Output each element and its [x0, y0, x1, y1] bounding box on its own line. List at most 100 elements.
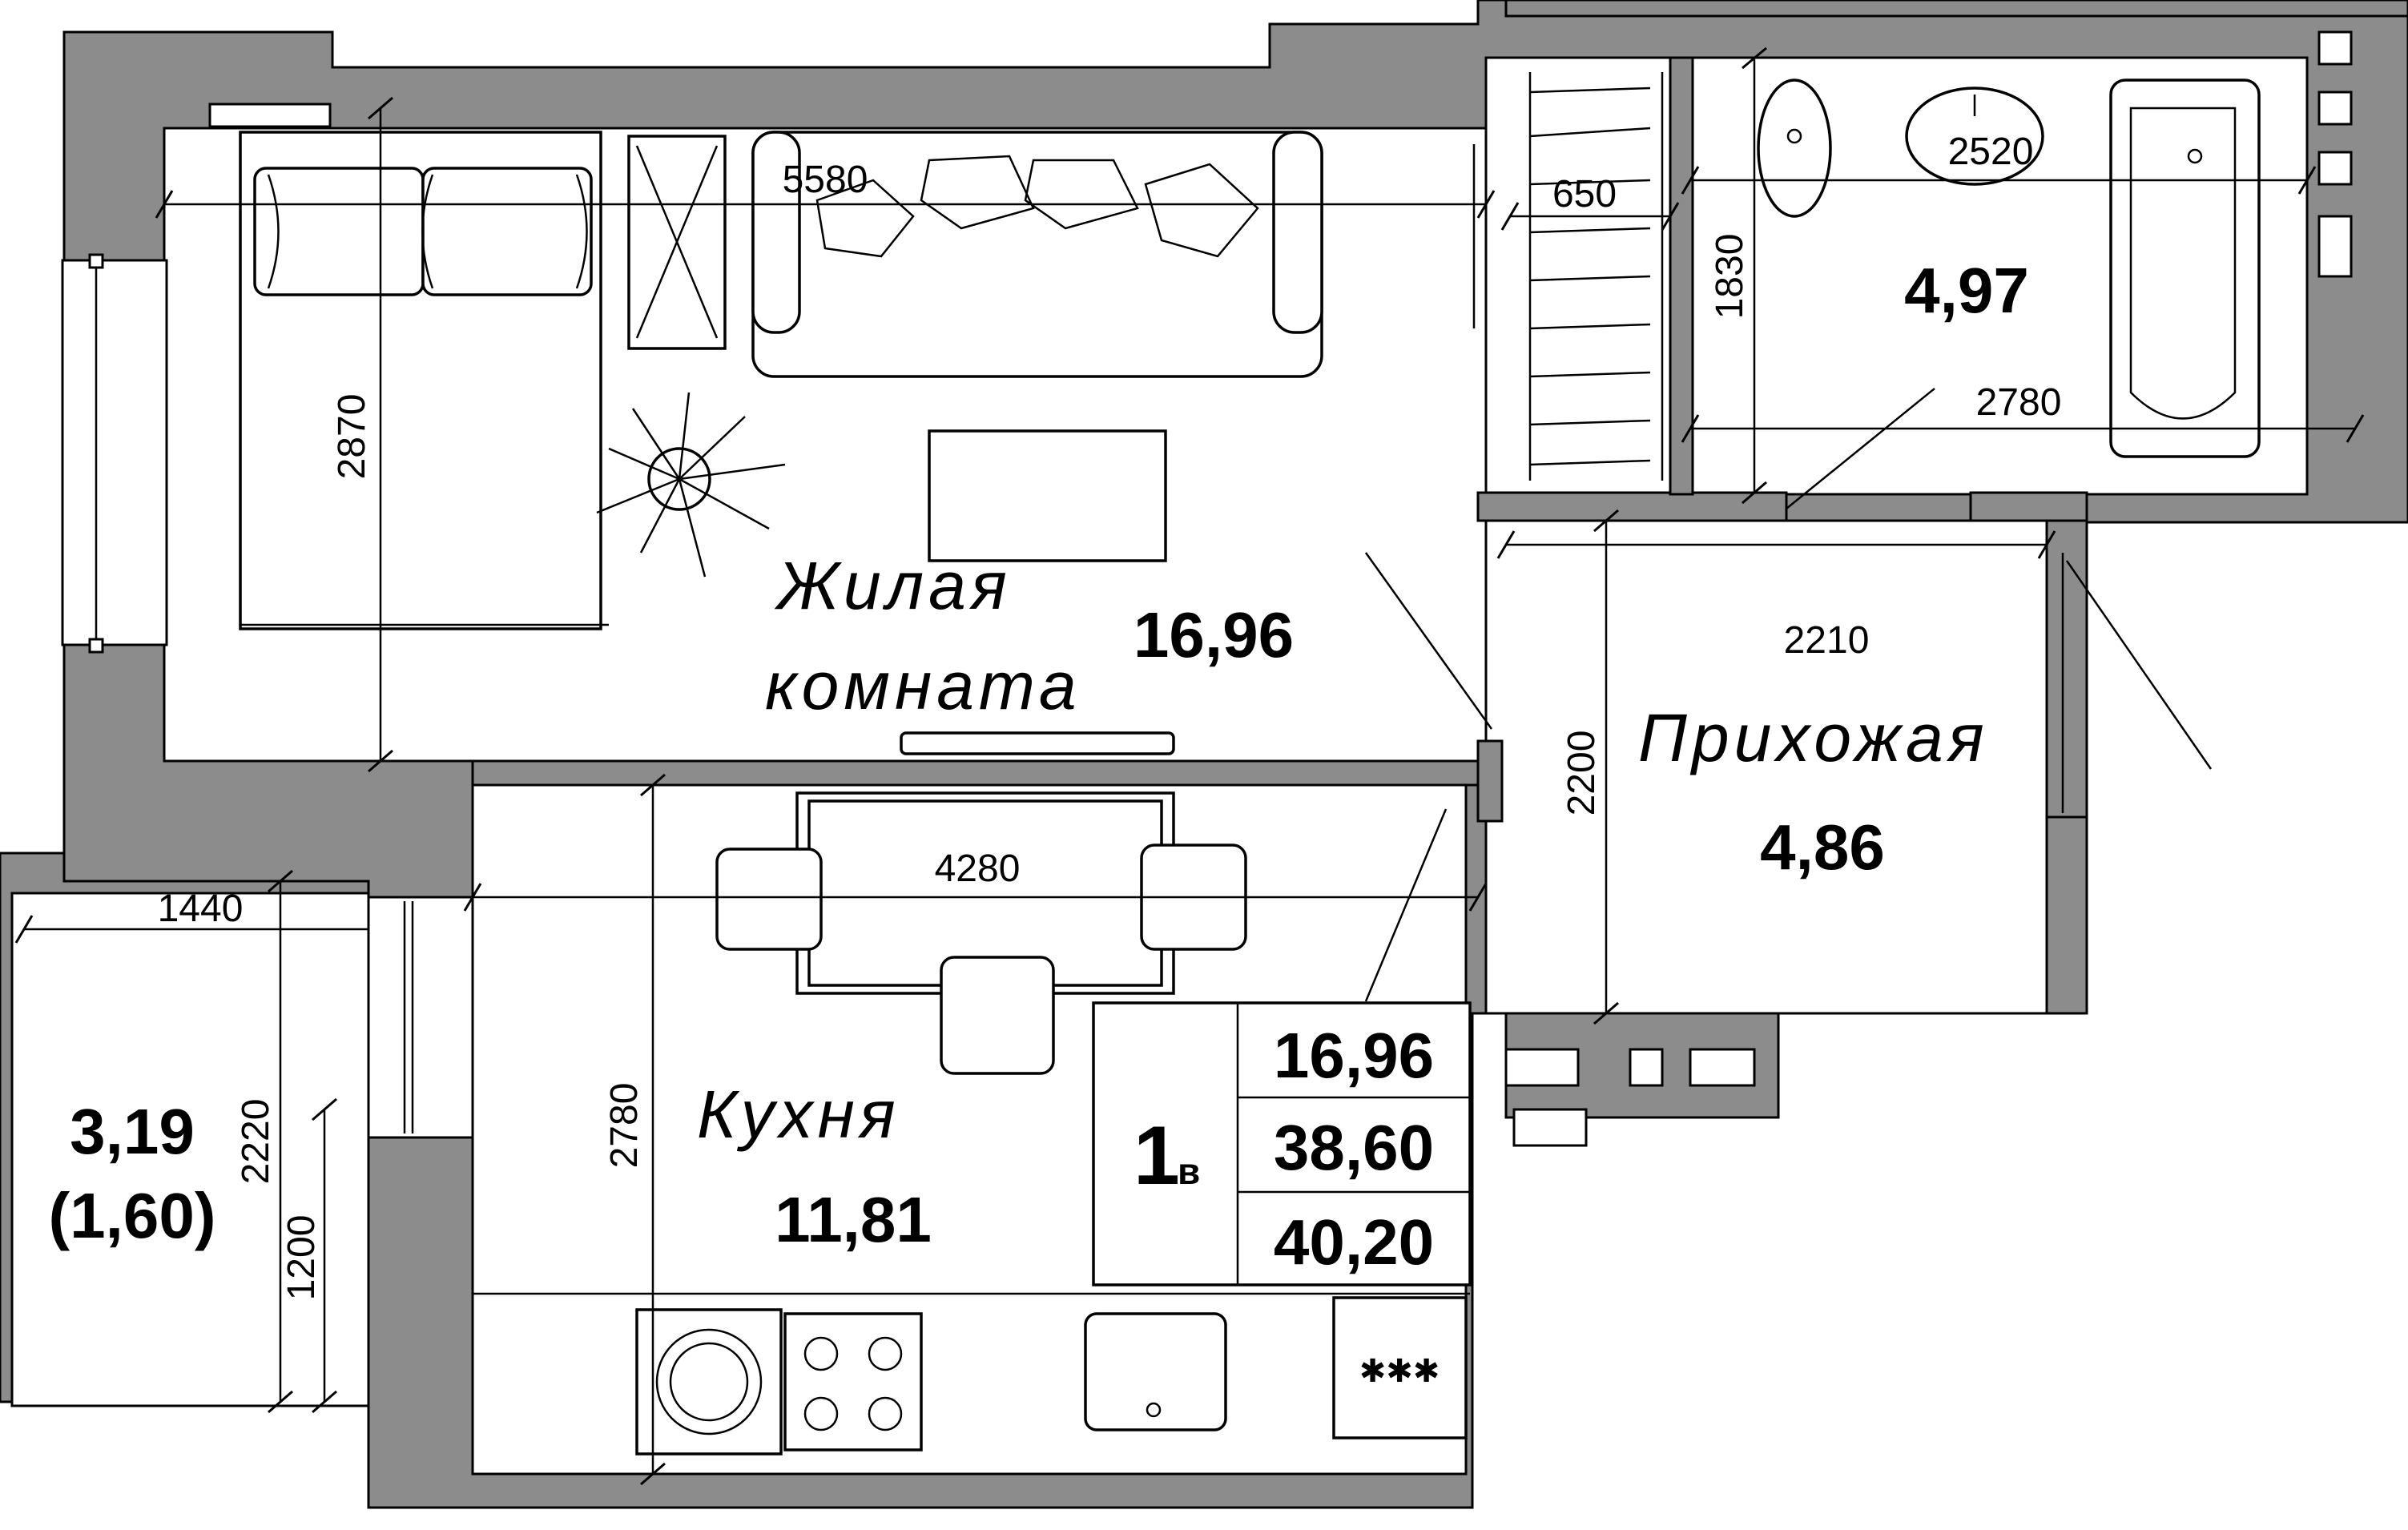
- tick: [2346, 414, 2365, 443]
- tick: [14, 915, 34, 944]
- tick: [1742, 481, 1767, 505]
- chair-left: [715, 848, 823, 951]
- dim-kitchen-depth: 2780: [603, 1083, 646, 1169]
- bed: [239, 131, 609, 630]
- plant-leaves: [596, 392, 786, 578]
- summary-living-area: 16,96: [1274, 1020, 1434, 1091]
- living-room-area: 16,96: [1134, 599, 1294, 670]
- tick: [463, 883, 482, 912]
- dim-balcony-inner: 1200: [280, 1215, 323, 1301]
- cushion-2: [920, 155, 1035, 230]
- dimension-labels: 5580 2870 650 2520 1830 2780 2210 2200 4…: [158, 131, 2062, 1300]
- cushion-3: [1024, 159, 1139, 230]
- dim-hall-width: 2210: [1784, 619, 1870, 662]
- pillow-mid-curve: [421, 174, 434, 289]
- window-living-hinge-top: [88, 253, 104, 269]
- tick: [640, 1462, 666, 1486]
- closet-hangers: [1529, 87, 1651, 466]
- dim-closet-width: 650: [1552, 173, 1617, 215]
- kitchen-appliances: ✱✱✱: [635, 1296, 1468, 1456]
- washbasin: [1905, 87, 2044, 186]
- summary-total-with-balcony: 40,20: [1274, 1206, 1434, 1278]
- dim-hall-depth: 2200: [1560, 731, 1603, 816]
- burner-3: [803, 1396, 839, 1431]
- tick: [1496, 530, 1516, 559]
- living-room-name-line1: Жилая: [774, 548, 1012, 623]
- partition-closet-bottom: [1476, 491, 1788, 522]
- tick: [640, 773, 666, 797]
- tick: [312, 1097, 337, 1121]
- dim-kitchen-width: 4280: [935, 848, 1021, 890]
- tick: [1593, 509, 1619, 533]
- living-room-name-line2: комната: [765, 648, 1081, 723]
- toilet-flush: [1786, 128, 1802, 144]
- balcony-area: 3,19: [70, 1096, 195, 1167]
- cushion-4: [1144, 163, 1259, 258]
- dimension-ticks: [14, 46, 2365, 1486]
- unit-type: 1: [1134, 1109, 1180, 1202]
- sink-drain: [1146, 1402, 1162, 1418]
- window-living: [61, 259, 168, 646]
- dim-balcony-depth: 2220: [235, 1099, 277, 1185]
- kitchen-name: Кухня: [697, 1077, 900, 1152]
- hallway-floor: [1484, 519, 2048, 1015]
- pillow-left-curve: [267, 174, 280, 289]
- tick: [155, 190, 174, 219]
- unit-suffix: в: [1178, 1150, 1200, 1192]
- balcony-door-top: [208, 103, 332, 128]
- plant: [596, 392, 786, 578]
- burner-4: [868, 1396, 903, 1431]
- closet-rails: [1528, 72, 1664, 481]
- tick: [268, 869, 293, 893]
- bathtub: [2109, 79, 2261, 458]
- nightstand-cross-b: [635, 145, 719, 339]
- vent-3: [2317, 151, 2353, 186]
- vent-shafts: [1504, 30, 2353, 1147]
- tick: [1681, 414, 1700, 443]
- sofa: [751, 131, 1323, 378]
- door-bath-leaf: [1786, 388, 1935, 509]
- dim-bath-depth: 1830: [1709, 234, 1751, 320]
- pillow-left: [253, 167, 425, 296]
- tick: [1742, 46, 1767, 70]
- tick: [1681, 166, 1700, 195]
- stove-symbols-icon: ✱✱✱: [1359, 1353, 1440, 1390]
- tick: [1500, 202, 1520, 231]
- hallway-name: Прихожая: [1638, 700, 1989, 775]
- partition-living-kitchen: [471, 759, 1484, 787]
- hallway-area: 4,86: [1760, 811, 1885, 883]
- tick: [2037, 530, 2056, 559]
- vent-8: [1512, 1108, 1588, 1147]
- partition-closet-bath: [1669, 56, 1694, 496]
- nightstand: [627, 135, 727, 350]
- partition-door-jamb: [1476, 739, 1504, 823]
- cushion-1: [815, 179, 915, 258]
- pillow-right: [421, 167, 593, 296]
- washing-machine: [635, 1308, 783, 1456]
- vent-1: [2317, 30, 2353, 66]
- summary-frame: [1092, 1001, 1472, 1286]
- tv-stand: [900, 731, 1175, 755]
- washing-machine-door: [669, 1342, 749, 1422]
- vent-6: [1629, 1048, 1664, 1087]
- sofa-arm-right: [1272, 131, 1323, 334]
- vent-5: [1504, 1048, 1580, 1087]
- gas-stove: [1332, 1296, 1468, 1439]
- dining-table-inner: [807, 799, 1163, 987]
- dim-balcony-width: 1440: [158, 888, 244, 930]
- pillow-right-curve: [575, 174, 588, 289]
- partition-bath-bottom: [1969, 491, 2088, 522]
- door-living-leaf: [1364, 552, 1493, 730]
- windows: [61, 103, 474, 1139]
- vent-7: [1689, 1048, 1756, 1087]
- tick: [1661, 202, 1680, 231]
- bathroom-area: 4,97: [1904, 255, 2029, 326]
- toilet: [1757, 79, 1832, 218]
- window-living-hinge-bottom: [88, 638, 104, 654]
- partition-hall-right: [2045, 815, 2088, 1015]
- dim-bath-lower-width: 2780: [1976, 381, 2062, 424]
- washing-machine-drum: [655, 1328, 763, 1435]
- summary-total-area: 38,60: [1274, 1112, 1434, 1183]
- summary-box: 1 в 16,96 38,60 40,20: [1092, 1001, 1472, 1286]
